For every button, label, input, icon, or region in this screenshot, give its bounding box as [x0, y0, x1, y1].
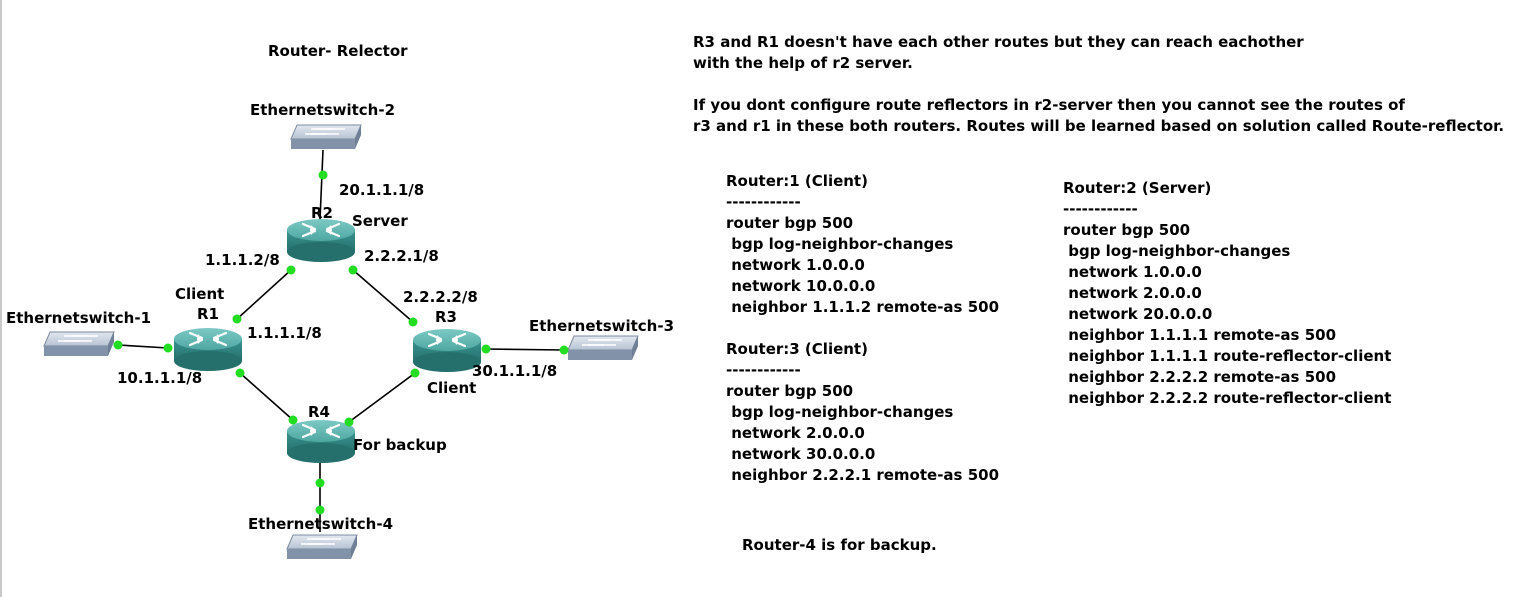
link-r2-r3 — [352, 269, 414, 323]
router-r3-label: R3 — [435, 308, 457, 326]
config-line: ------------ — [726, 361, 801, 379]
note-line: with the help of r2 server. — [693, 54, 913, 72]
port-dot — [348, 265, 358, 275]
router-r2-label: R2 — [311, 204, 333, 222]
config-line: neighbor 1.1.1.1 route-reflector-client — [1063, 347, 1392, 365]
config-line: router bgp 500 — [1063, 221, 1191, 239]
router-r2-role: Server — [352, 212, 408, 230]
link-r3-sw3 — [485, 348, 565, 351]
port-dot — [288, 415, 298, 425]
link-sw1-r1 — [117, 344, 169, 349]
ip-r1-right: 1.1.1.1/8 — [247, 324, 322, 342]
link-r1-r4 — [239, 372, 294, 421]
ip-r3-right: 30.1.1.1/8 — [472, 362, 557, 380]
config-line: network 1.0.0.0 — [726, 256, 865, 274]
router-r4-role: For backup — [353, 436, 447, 454]
router3-config: Router:3 (Client) ------------ router bg… — [726, 339, 999, 486]
config-line: router bgp 500 — [726, 382, 854, 400]
footer-note: Router-4 is for backup. — [742, 536, 937, 554]
ip-r2-top: 20.1.1.1/8 — [339, 181, 424, 199]
config-line: Router:3 (Client) — [726, 340, 868, 358]
config-line: Router:2 (Server) — [1063, 179, 1212, 197]
switch-left-label: Ethernetswitch-1 — [6, 309, 151, 327]
link-sw2-r2 — [319, 149, 324, 221]
port-dot — [235, 368, 245, 378]
router-r1-label: R1 — [197, 305, 219, 323]
config-line: neighbor 2.2.2.2 remote-as 500 — [1063, 368, 1337, 386]
switch-left-icon[interactable] — [43, 331, 115, 357]
config-line: network 20.0.0.0 — [1063, 305, 1213, 323]
config-line: ------------ — [1063, 200, 1138, 218]
port-dot — [481, 344, 491, 354]
router1-config: Router:1 (Client) ------------ router bg… — [726, 171, 999, 318]
switch-right-icon[interactable] — [567, 335, 639, 361]
config-line: Router:1 (Client) — [726, 172, 868, 190]
link-r2-r1 — [236, 269, 292, 320]
port-dot — [344, 417, 354, 427]
switch-right-label: Ethernetswitch-3 — [529, 317, 674, 335]
port-dot — [163, 343, 173, 353]
diagram-title: Router- Relector — [268, 42, 408, 60]
config-line: router bgp 500 — [726, 214, 854, 232]
config-line: neighbor 1.1.1.2 remote-as 500 — [726, 298, 1000, 316]
config-line: bgp log-neighbor-changes — [1063, 242, 1291, 260]
note-line: r3 and r1 in these both routers. Routes … — [693, 117, 1505, 135]
port-dot — [318, 170, 328, 180]
config-line: neighbor 2.2.2.1 remote-as 500 — [726, 466, 1000, 484]
config-line: ------------ — [726, 193, 801, 211]
switch-top-label: Ethernetswitch-2 — [250, 101, 395, 119]
ip-r2-left: 1.1.1.2/8 — [205, 251, 280, 269]
config-line: bgp log-neighbor-changes — [726, 403, 954, 421]
network-topology: Router- Relector Ethernetswitch-2 Ethern… — [6, 42, 674, 560]
switch-bottom-icon[interactable] — [286, 534, 358, 560]
config-line: network 1.0.0.0 — [1063, 263, 1202, 281]
router-r1-icon[interactable] — [172, 326, 244, 373]
note-line: If you dont configure route reflectors i… — [693, 96, 1405, 114]
port-dot — [232, 314, 242, 324]
port-dot — [315, 478, 325, 488]
router2-config: Router:2 (Server) ------------ router bg… — [1063, 178, 1391, 409]
port-dot — [315, 505, 325, 515]
port-dots — [113, 170, 569, 515]
router-r4-icon[interactable] — [285, 418, 357, 465]
port-dot — [410, 368, 420, 378]
link-r3-r4 — [348, 372, 416, 423]
port-dot — [286, 265, 296, 275]
router-r1-role: Client — [175, 285, 224, 303]
config-line: network 2.0.0.0 — [726, 424, 865, 442]
port-dot — [408, 317, 418, 327]
port-dot — [113, 340, 123, 350]
ip-r2-right: 2.2.2.1/8 — [364, 247, 439, 265]
router-r3-icon[interactable] — [411, 327, 483, 374]
config-line: neighbor 1.1.1.1 remote-as 500 — [1063, 326, 1337, 344]
config-line: network 30.0.0.0 — [726, 445, 876, 463]
links — [117, 149, 565, 532]
switch-top-icon[interactable] — [290, 124, 362, 150]
router-r3-role: Client — [427, 379, 476, 397]
config-line: network 2.0.0.0 — [1063, 284, 1202, 302]
router-r4-label: R4 — [308, 403, 330, 421]
ip-r3-left: 2.2.2.2/8 — [403, 288, 478, 306]
config-line: network 10.0.0.0 — [726, 277, 876, 295]
note-line: R3 and R1 doesn't have each other routes… — [693, 33, 1304, 51]
port-dot — [559, 345, 569, 355]
router-r2-icon[interactable] — [285, 217, 357, 264]
config-line: bgp log-neighbor-changes — [726, 235, 954, 253]
switch-bottom-label: Ethernetswitch-4 — [248, 515, 393, 533]
ip-r1-left: 10.1.1.1/8 — [117, 369, 202, 387]
config-line: neighbor 2.2.2.2 route-reflector-client — [1063, 389, 1392, 407]
